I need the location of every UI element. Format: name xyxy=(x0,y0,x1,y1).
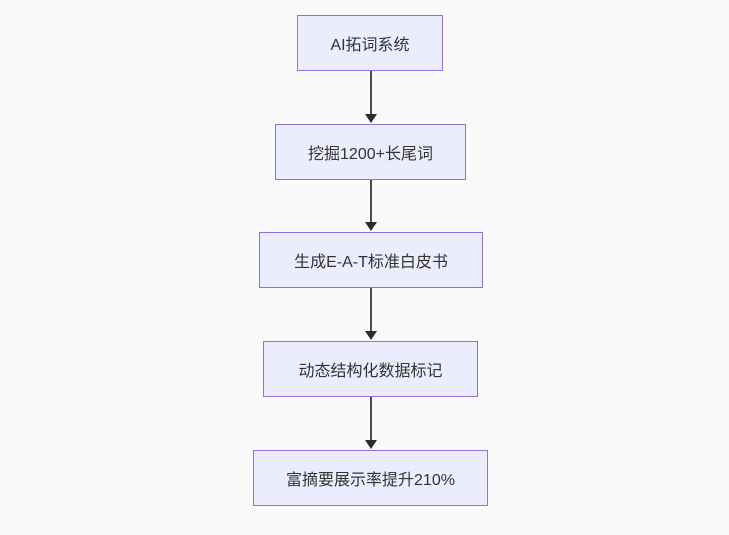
flowchart-node-structured-data-markup: 动态结构化数据标记 xyxy=(263,341,478,397)
arrow-down-1 xyxy=(364,71,377,123)
arrowhead-icon xyxy=(364,114,377,123)
arrowhead-icon xyxy=(364,440,377,449)
arrowhead-icon xyxy=(364,331,377,340)
node-label: 动态结构化数据标记 xyxy=(298,363,443,380)
node-label: 挖掘1200+长尾词 xyxy=(308,146,433,163)
arrow-line xyxy=(369,397,372,440)
arrow-line xyxy=(369,71,372,114)
flowchart-node-ai-keyword-system: AI拓词系统 xyxy=(297,15,443,71)
arrow-line xyxy=(369,180,372,222)
arrow-down-2 xyxy=(364,180,377,231)
arrowhead-icon xyxy=(364,222,377,231)
node-label: AI拓词系统 xyxy=(330,37,410,54)
node-label: 生成E-A-T标准白皮书 xyxy=(294,254,448,271)
arrow-line xyxy=(369,288,372,331)
flowchart-node-eat-whitepaper: 生成E-A-T标准白皮书 xyxy=(259,232,483,288)
node-label: 富摘要展示率提升210% xyxy=(286,472,455,489)
flowchart-node-longtail-keywords: 挖掘1200+长尾词 xyxy=(275,124,466,180)
flowchart-node-rich-snippet-result: 富摘要展示率提升210% xyxy=(253,450,488,506)
arrow-down-3 xyxy=(364,288,377,340)
arrow-down-4 xyxy=(364,397,377,449)
